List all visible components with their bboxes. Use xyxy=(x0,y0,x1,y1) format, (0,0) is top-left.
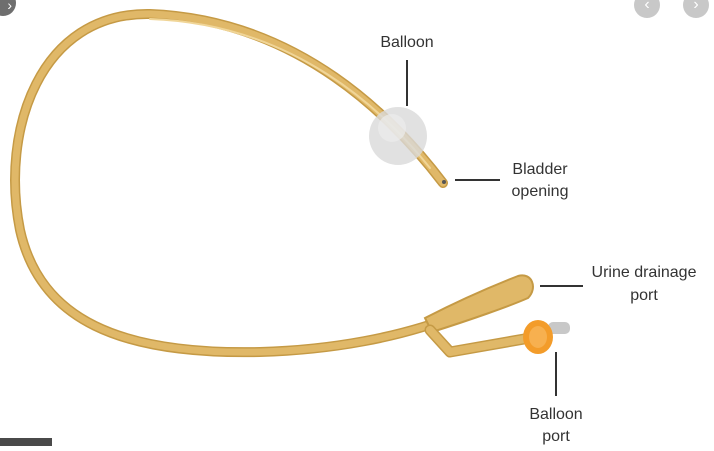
next-image-button[interactable]: › xyxy=(683,0,709,18)
balloon-label: Balloon xyxy=(380,34,433,51)
chevron-right-icon: › xyxy=(693,0,699,13)
urine-drainage-label-line2: port xyxy=(630,287,658,304)
balloon-port-stem xyxy=(548,322,570,334)
balloon-port-label-line2: port xyxy=(542,428,570,445)
bladder-opening-hole xyxy=(442,180,446,184)
urine-drainage-label-line1: Urine drainage xyxy=(592,264,697,281)
balloon-port-valve-inner xyxy=(529,326,547,348)
previous-image-edge-button[interactable]: › xyxy=(0,0,16,16)
catheter-tube xyxy=(11,10,519,356)
bladder-opening-label-line2: opening xyxy=(512,183,569,200)
chevron-right-icon: › xyxy=(7,0,12,13)
bladder-opening-label-line1: Bladder xyxy=(512,161,568,178)
image-size-badge xyxy=(0,438,52,446)
balloon-port-arm xyxy=(426,326,534,356)
balloon-port-label-line1: Balloon xyxy=(529,406,582,423)
balloon-highlight xyxy=(378,114,406,142)
previous-image-button[interactable]: ‹ xyxy=(634,0,660,18)
chevron-left-icon: ‹ xyxy=(644,0,650,13)
urine-drainage-port-shape xyxy=(423,274,534,334)
